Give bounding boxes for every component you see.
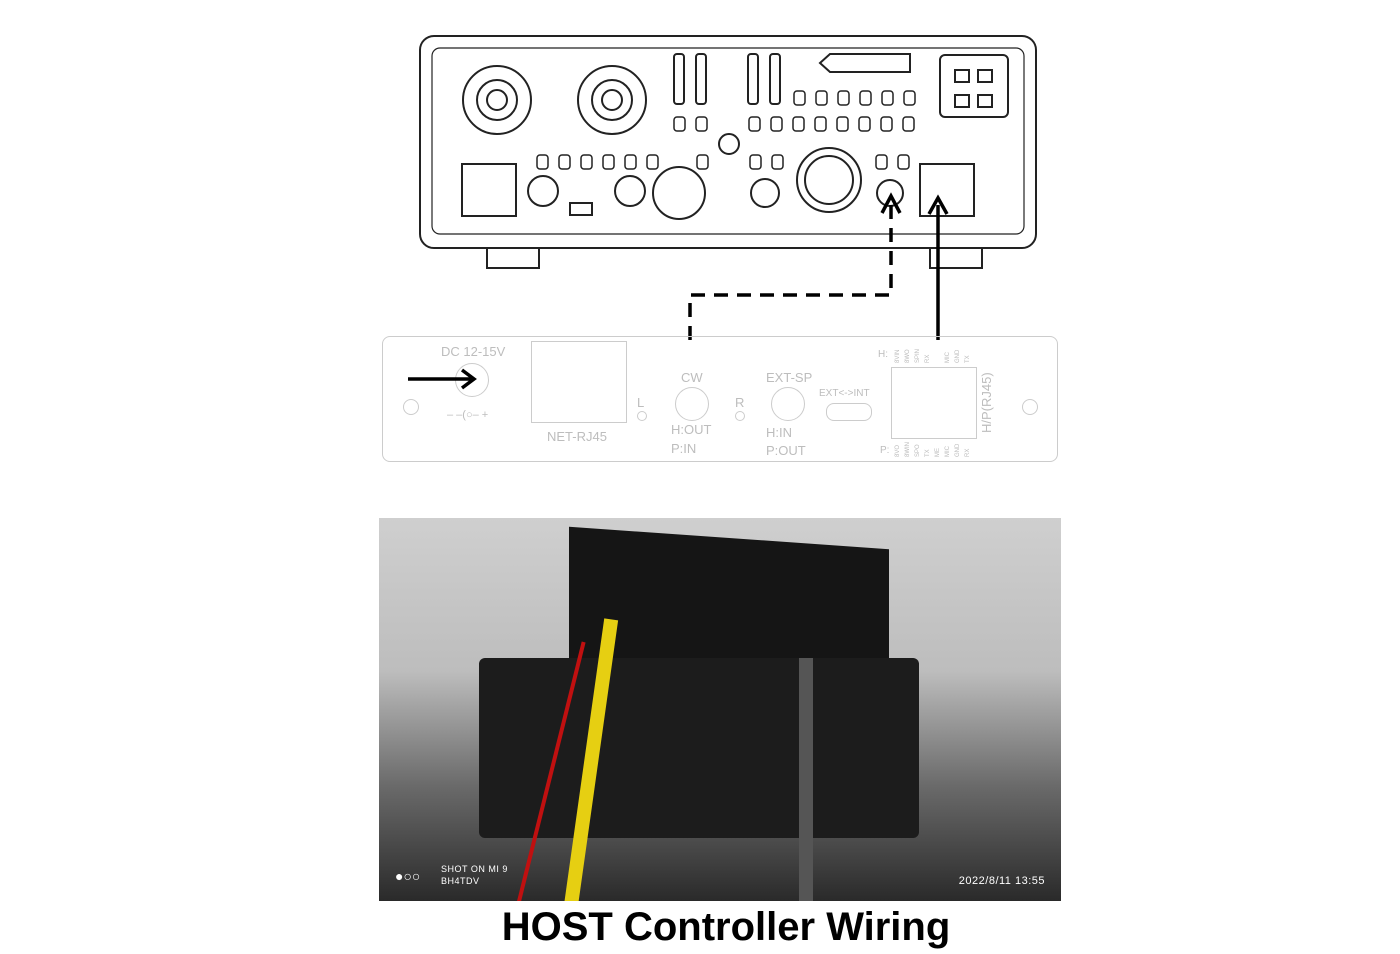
panel-socket <box>695 116 708 132</box>
radio-back-panel <box>419 35 1037 340</box>
pin-label: ME <box>935 448 941 457</box>
camera-dots-icon: ●○○ <box>395 868 421 884</box>
panel-socket <box>880 116 893 132</box>
p-prefix: P: <box>880 445 890 456</box>
ext-int-switch <box>826 403 872 421</box>
panel-socket <box>815 90 828 106</box>
panel-socket <box>897 154 910 170</box>
pin-label: MIC <box>945 446 951 457</box>
panel-socket <box>792 116 805 132</box>
hp-label: H/P(RJ45) <box>979 372 994 433</box>
panel-socket <box>902 116 915 132</box>
extsp-jack <box>771 387 805 421</box>
pin-label: SPIN <box>915 348 921 363</box>
panel-socket <box>837 90 850 106</box>
panel-socket <box>696 154 709 170</box>
panel-socket <box>875 154 888 170</box>
panel-socket <box>602 154 615 170</box>
setup-photo: ●○○ SHOT ON MI 9 BH4TDV 2022/8/11 13:55 <box>379 518 1061 901</box>
pin-label: 8WO <box>905 349 911 363</box>
panel-socket <box>814 116 827 132</box>
l-label: L <box>637 395 645 410</box>
net-rj45-label: NET-RJ45 <box>547 429 607 444</box>
panel-socket <box>771 154 784 170</box>
pin-label: MIC <box>945 352 951 363</box>
radio-body <box>479 658 919 838</box>
pin-label: 8VIN <box>895 349 901 363</box>
panel-socket <box>580 154 593 170</box>
watermark-line1: SHOT ON MI 9 <box>441 864 508 874</box>
panel-socket <box>749 154 762 170</box>
extsp-p-label: P:OUT <box>766 443 806 458</box>
switch-label: EXT<->INT <box>819 388 870 399</box>
panel-socket <box>770 116 783 132</box>
panel-socket <box>793 90 806 106</box>
l-led <box>637 411 647 421</box>
pin-label: GND <box>955 349 961 363</box>
mount-hole-left <box>403 399 419 415</box>
controller-panel: DC 12-15V – –(○– + NET-RJ45 L CW H:OUT P… <box>382 336 1058 462</box>
panel-socket <box>673 116 686 132</box>
pin-label: GND <box>955 443 961 457</box>
panel-socket <box>858 116 871 132</box>
dc-arrow <box>408 368 477 390</box>
grey-cable <box>799 658 813 901</box>
r-led <box>735 411 745 421</box>
caption: HOST Controller Wiring <box>501 905 951 949</box>
extsp-label: EXT-SP <box>766 370 813 385</box>
pin-label: RX <box>925 354 931 363</box>
polarity-symbol: – –(○– + <box>447 409 489 421</box>
panel-socket <box>558 154 571 170</box>
r-label: R <box>735 395 745 410</box>
cw-jack <box>675 387 709 421</box>
dc-label: DC 12-15V <box>441 344 506 359</box>
mount-hole-right <box>1022 399 1038 415</box>
panel-socket <box>536 154 549 170</box>
panel-socket <box>624 154 637 170</box>
pin-label: RX <box>965 448 971 457</box>
pin-label: TX <box>965 355 971 363</box>
panel-socket <box>903 90 916 106</box>
pin-label: SPO <box>915 444 921 457</box>
net-rj45-port <box>531 341 627 423</box>
cw-p-label: P:IN <box>671 441 697 456</box>
panel-socket <box>836 116 849 132</box>
cw-label: CW <box>681 370 703 385</box>
extsp-h-label: H:IN <box>766 425 792 440</box>
h-prefix: H: <box>878 349 888 360</box>
pin-label: TX <box>925 449 931 457</box>
pin-label: 8WIN <box>905 442 911 457</box>
panel-socket <box>881 90 894 106</box>
photo-timestamp: 2022/8/11 13:55 <box>958 875 1045 887</box>
panel-socket <box>748 116 761 132</box>
cw-h-label: H:OUT <box>671 422 712 437</box>
panel-socket <box>859 90 872 106</box>
panel-socket <box>646 154 659 170</box>
watermark-line2: BH4TDV <box>441 876 480 886</box>
hp-rj45-port <box>891 367 977 439</box>
pin-label: 8VO <box>895 444 901 457</box>
